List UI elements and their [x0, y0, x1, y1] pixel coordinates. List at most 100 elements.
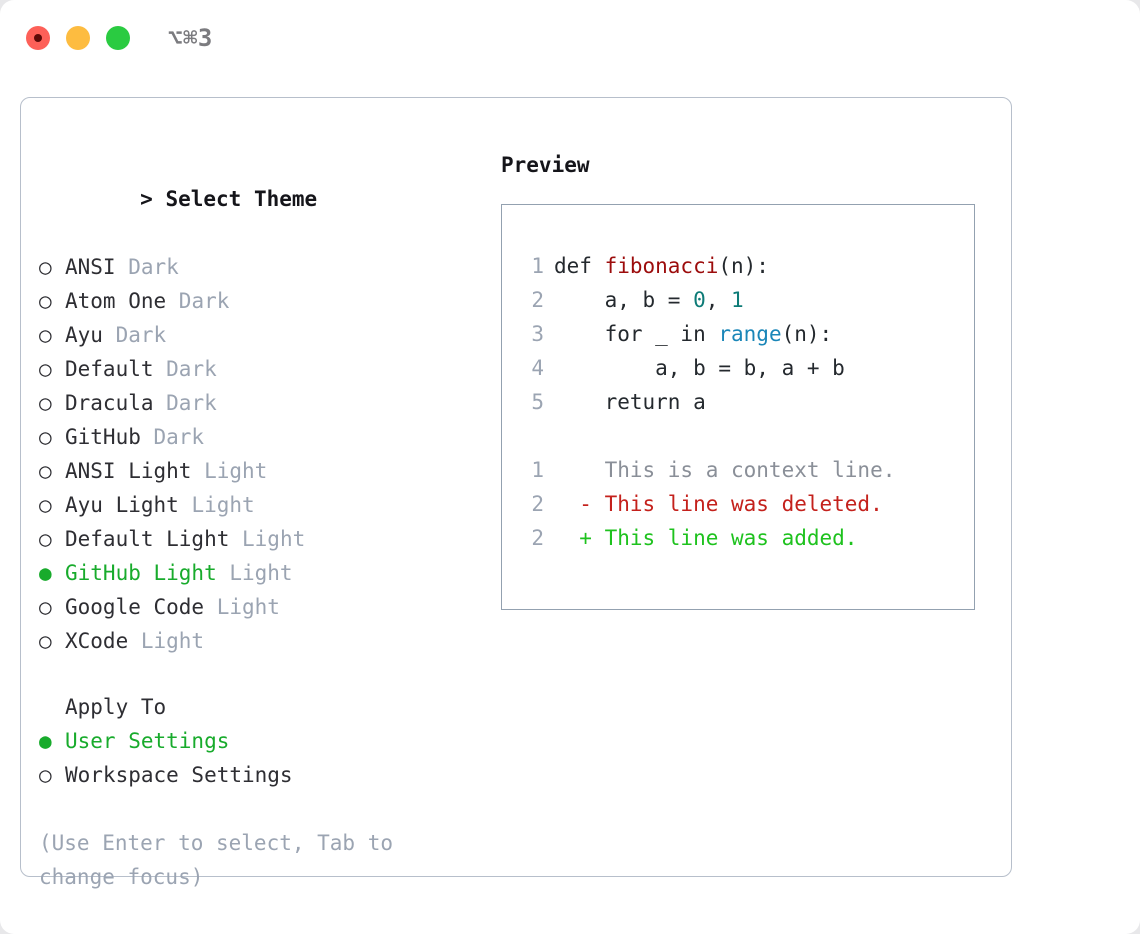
- line-number: 5: [531, 390, 544, 414]
- apply-to-section: Apply To ● User Settings ○ Workspace Settin…: [39, 690, 479, 792]
- radio-unselected-icon[interactable]: ○: [39, 323, 52, 347]
- theme-name: Dracula: [65, 391, 154, 415]
- code-diff-spacer: [522, 419, 974, 453]
- theme-list-item[interactable]: ○ Google Code Light: [39, 590, 479, 624]
- focus-caret: >: [140, 187, 166, 211]
- theme-name: ANSI Light: [65, 459, 192, 483]
- section-title-apply-to: Apply To: [65, 695, 167, 719]
- code-token: ,: [705, 288, 732, 312]
- theme-variant-tag: Dark: [153, 357, 217, 381]
- theme-name: ANSI: [65, 255, 116, 279]
- radio-unselected-icon[interactable]: ○: [39, 595, 52, 619]
- title-bar: ⌥⌘3: [0, 0, 1140, 76]
- theme-list-item[interactable]: ○Default Dark: [39, 352, 479, 386]
- theme-name: GitHub: [65, 425, 141, 449]
- theme-variant-tag: Light: [191, 459, 268, 483]
- radio-unselected-icon[interactable]: ○: [39, 459, 52, 483]
- preview-title: Preview: [501, 153, 590, 177]
- theme-list-item[interactable]: ○ Ayu Dark: [39, 318, 479, 352]
- diff-sample: 1 This is a context line.2 - This line w…: [522, 453, 974, 555]
- theme-variant-tag: Light: [204, 595, 280, 619]
- main-panel: > Select Theme ○ANSI Dark○Atom One Dark○…: [20, 97, 1012, 889]
- theme-name: Ayu Light: [65, 493, 179, 517]
- line-number: 1: [531, 458, 544, 482]
- code-token: a, b =: [554, 288, 694, 312]
- code-line: 3 for _ in range(n):: [522, 317, 974, 351]
- radio-selected-icon[interactable]: ●: [39, 729, 52, 753]
- theme-list-item[interactable]: ○ Atom One Dark: [39, 284, 479, 318]
- code-token: range: [718, 322, 782, 346]
- code-token: 1: [731, 288, 744, 312]
- diff-line: 2 + This line was added.: [522, 521, 974, 555]
- theme-list-item[interactable]: ○Ayu Light Light: [39, 488, 479, 522]
- radio-unselected-icon[interactable]: ○: [39, 289, 52, 313]
- keyboard-shortcut-label: ⌥⌘3: [168, 24, 213, 52]
- radio-unselected-icon[interactable]: ○: [39, 493, 52, 517]
- code-token: def: [554, 254, 605, 278]
- diff-line-text: This is a context line.: [554, 458, 896, 482]
- radio-unselected-icon[interactable]: ○: [39, 391, 52, 415]
- code-token: (n):: [718, 254, 769, 278]
- line-number: 3: [531, 322, 544, 346]
- theme-variant-tag: Dark: [140, 425, 205, 449]
- theme-variant-tag: Dark: [115, 255, 179, 279]
- section-title-text: Select Theme: [165, 187, 318, 211]
- traffic-light-group: [26, 26, 130, 50]
- radio-unselected-icon[interactable]: ○: [39, 629, 52, 653]
- theme-picker-column: > Select Theme ○ANSI Dark○Atom One Dark○…: [39, 148, 479, 894]
- radio-unselected-icon[interactable]: ○: [39, 527, 52, 551]
- theme-list-item[interactable]: ○ ANSI Light Light: [39, 454, 479, 488]
- theme-variant-tag: Light: [229, 527, 306, 551]
- theme-list-item[interactable]: ○ XCode Light: [39, 624, 479, 658]
- close-button-icon[interactable]: [26, 26, 50, 50]
- maximize-button-icon[interactable]: [106, 26, 130, 50]
- code-line: 4 a, b = b, a + b: [522, 351, 974, 385]
- diff-line: 2 - This line was deleted.: [522, 487, 974, 521]
- radio-unselected-icon[interactable]: ○: [39, 357, 52, 381]
- theme-name: Atom One: [65, 289, 167, 313]
- diff-line: 1 This is a context line.: [522, 453, 974, 487]
- radio-unselected-icon[interactable]: ○: [39, 763, 52, 787]
- code-line: 2 a, b = 0, 1: [522, 283, 974, 317]
- theme-variant-tag: Light: [128, 629, 205, 653]
- theme-variant-tag: Dark: [153, 391, 217, 415]
- radio-selected-icon[interactable]: ●: [39, 561, 52, 585]
- theme-name: XCode: [65, 629, 129, 653]
- theme-name: Ayu: [65, 323, 103, 347]
- radio-unselected-icon[interactable]: ○: [39, 255, 52, 279]
- theme-list-item[interactable]: ○ Dracula Dark: [39, 386, 479, 420]
- code-token: return a: [554, 390, 706, 414]
- radio-unselected-icon[interactable]: ○: [39, 425, 52, 449]
- code-token: for _ in: [554, 322, 719, 346]
- theme-variant-tag: Light: [216, 561, 293, 585]
- theme-list-item[interactable]: ○ Default Light Light: [39, 522, 479, 556]
- theme-name: Google Code: [65, 595, 205, 619]
- theme-name: GitHub Light: [65, 561, 217, 585]
- apply-to-label: User Settings: [65, 729, 230, 753]
- line-number: 2: [531, 288, 544, 312]
- apply-to-item[interactable]: ● User Settings: [39, 724, 479, 758]
- theme-variant-tag: Dark: [166, 289, 230, 313]
- theme-list-item[interactable]: ● GitHub Light Light: [39, 556, 479, 590]
- minimize-button-icon[interactable]: [66, 26, 90, 50]
- section-title-select-theme: > Select Theme: [39, 148, 479, 250]
- apply-to-label: Workspace Settings: [65, 763, 293, 787]
- theme-list-item[interactable]: ○ GitHub Dark: [39, 420, 479, 454]
- line-number: 1: [531, 254, 544, 278]
- line-number: 2: [531, 492, 544, 516]
- line-number: 4: [531, 356, 544, 380]
- line-number: 2: [531, 526, 544, 550]
- theme-list: ○ANSI Dark○Atom One Dark○Ayu Dark○Defaul…: [39, 250, 479, 658]
- code-token: 0: [693, 288, 706, 312]
- code-token: a, b = b, a + b: [554, 356, 845, 380]
- apply-to-item[interactable]: ○ Workspace Settings: [39, 758, 479, 792]
- theme-variant-tag: Dark: [102, 323, 167, 347]
- theme-list-item[interactable]: ○ ANSI Dark: [39, 250, 479, 284]
- theme-name: Default Light: [65, 527, 230, 551]
- code-line: 5 return a: [522, 385, 974, 419]
- code-token: (n):: [781, 322, 833, 346]
